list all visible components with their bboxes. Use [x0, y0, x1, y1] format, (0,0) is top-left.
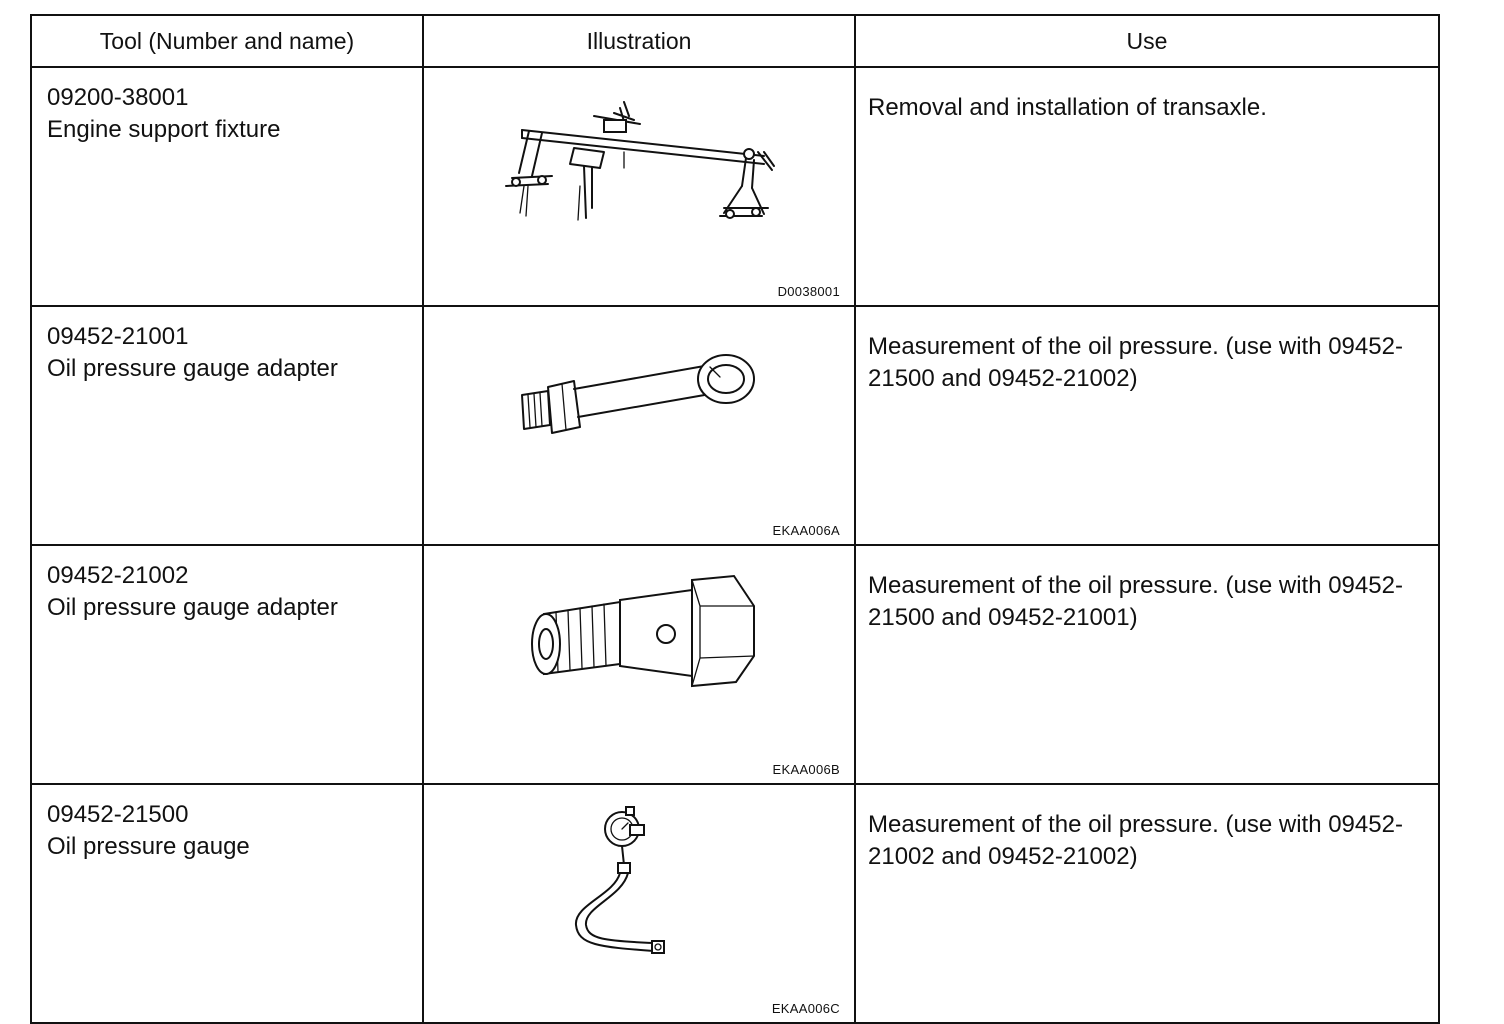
tool-number: 09452-21500: [47, 801, 189, 828]
table-row: 09452-21002 Oil pressure gauge adapter: [30, 544, 1440, 785]
header-use: Use: [854, 14, 1440, 68]
illustration-cell: EKAA006B: [422, 544, 856, 785]
pressure-gauge-illustration: [574, 806, 665, 954]
illustration-cell: EKAA006A: [422, 305, 856, 546]
tool-name: Oil pressure gauge adapter: [47, 594, 338, 621]
special-tools-table: Tool (Number and name) Illustration Use …: [30, 14, 1440, 1024]
tool-cell: 09452-21002 Oil pressure gauge adapter: [30, 544, 424, 785]
tool-name: Oil pressure gauge: [47, 833, 250, 860]
header-row: Tool (Number and name) Illustration Use: [30, 14, 1440, 68]
use-cell: Removal and installation of transaxle.: [854, 66, 1440, 307]
header-tool: Tool (Number and name): [30, 14, 424, 68]
tool-number: 09452-21001: [47, 323, 189, 350]
banjo-adapter-illustration: [521, 354, 755, 434]
tool-name: Engine support fixture: [47, 116, 281, 143]
engine-support-fixture-illustration: [505, 101, 775, 221]
illustration-cell: D0038001: [422, 66, 856, 307]
threaded-adapter-illustration: [531, 574, 755, 688]
tool-number: 09200-38001: [47, 84, 189, 111]
figure-code: EKAA006A: [772, 523, 840, 538]
figure-code: D0038001: [777, 284, 840, 299]
table-row: 09452-21500 Oil pressure gauge: [30, 783, 1440, 1024]
use-cell: Measurement of the oil pressure. (use wi…: [854, 783, 1440, 1024]
tool-cell: 09452-21500 Oil pressure gauge: [30, 783, 424, 1024]
use-cell: Measurement of the oil pressure. (use wi…: [854, 544, 1440, 785]
header-illustration: Illustration: [422, 14, 856, 68]
use-cell: Measurement of the oil pressure. (use wi…: [854, 305, 1440, 546]
figure-code: EKAA006B: [772, 762, 840, 777]
figure-code: EKAA006C: [771, 1001, 840, 1016]
tool-cell: 09200-38001 Engine support fixture: [30, 66, 424, 307]
table-row: 09200-38001 Engine support fixture: [30, 66, 1440, 307]
tool-cell: 09452-21001 Oil pressure gauge adapter: [30, 305, 424, 546]
illustration-cell: EKAA006C: [422, 783, 856, 1024]
table-row: 09452-21001 Oil pressure gauge adapter: [30, 305, 1440, 546]
tool-name: Oil pressure gauge adapter: [47, 355, 338, 382]
tool-number: 09452-21002: [47, 562, 189, 589]
